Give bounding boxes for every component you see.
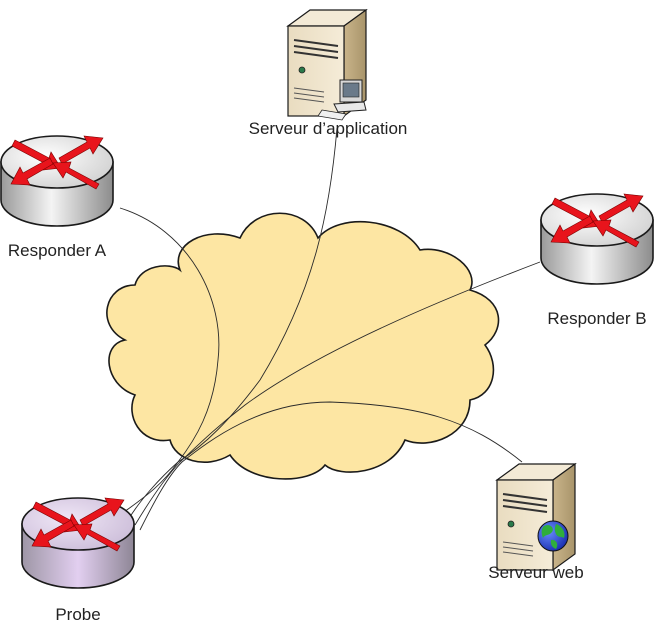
network-links xyxy=(119,127,541,531)
network-cloud xyxy=(106,212,500,480)
router-responder-a[interactable] xyxy=(0,135,114,227)
label-responder-a: Responder A xyxy=(8,241,107,260)
server-web[interactable] xyxy=(495,462,577,572)
label-web-server: Serveur web xyxy=(488,563,583,582)
link-probe-responder-a xyxy=(119,207,220,516)
link-probe-web-server xyxy=(139,401,523,531)
label-responder-b: Responder B xyxy=(547,309,646,328)
router-responder-b[interactable] xyxy=(540,193,654,285)
globe-icon xyxy=(537,520,569,552)
label-probe: Probe xyxy=(55,605,100,624)
router-probe[interactable] xyxy=(21,497,135,589)
workstation-icon xyxy=(317,79,367,121)
label-app-server: Serveur d’application xyxy=(249,119,408,138)
link-probe-responder-b xyxy=(134,261,541,526)
server-application[interactable] xyxy=(286,8,368,121)
link-probe-app-server xyxy=(127,127,338,521)
